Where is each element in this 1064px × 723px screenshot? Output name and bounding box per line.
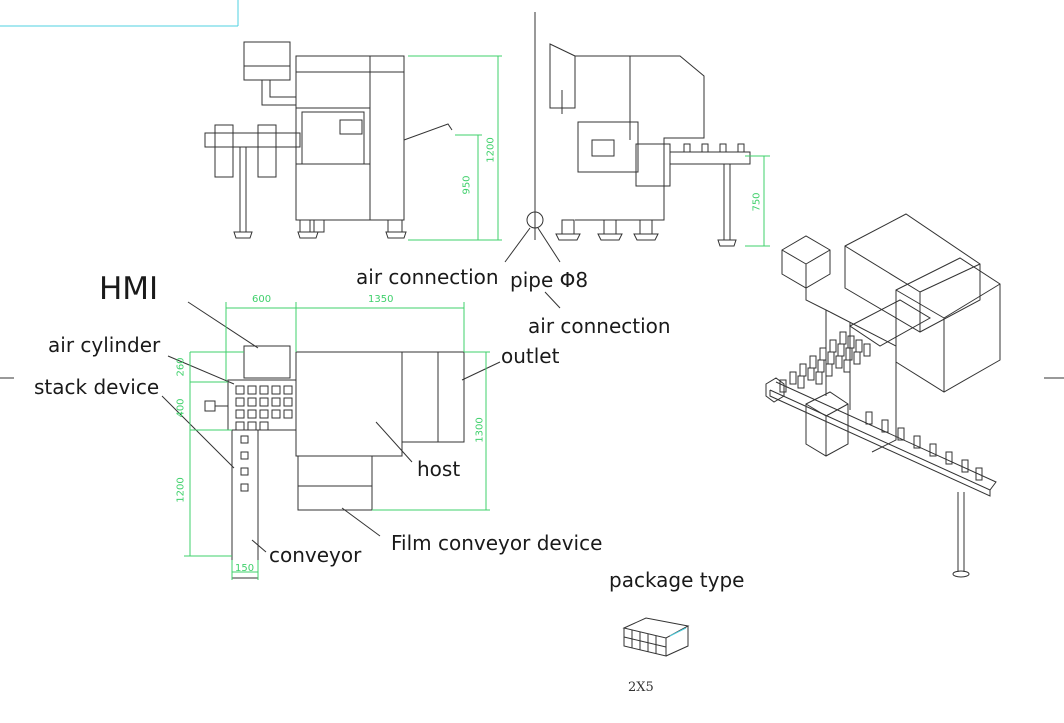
label-package-code: 2X5 bbox=[628, 680, 654, 695]
dim-600: 600 bbox=[252, 294, 272, 305]
dim-260: 260 bbox=[175, 357, 187, 377]
dim-1350: 1350 bbox=[368, 294, 394, 305]
dim-1200-front: 1200 bbox=[485, 137, 497, 163]
dim-400: 400 bbox=[175, 398, 187, 418]
dim-1200-left: 1200 bbox=[175, 477, 187, 503]
label-air-connection-1: air connection bbox=[356, 265, 499, 289]
view-divider bbox=[504, 12, 561, 309]
dim-950: 950 bbox=[461, 175, 473, 195]
side-dimension-lines bbox=[745, 155, 770, 247]
top-dimension-lines bbox=[184, 302, 490, 580]
label-outlet: outlet bbox=[501, 344, 560, 368]
dim-150: 150 bbox=[235, 563, 255, 574]
front-view bbox=[204, 41, 453, 239]
title-block-corner bbox=[0, 0, 239, 27]
stack-grid bbox=[235, 385, 293, 431]
label-package-type: package type bbox=[609, 568, 745, 592]
leader-lines bbox=[161, 301, 501, 553]
label-conveyor: conveyor bbox=[269, 543, 362, 567]
label-pipe: pipe Φ8 bbox=[510, 268, 589, 292]
iso-stack bbox=[779, 331, 871, 393]
front-dimension-lines bbox=[408, 55, 502, 241]
label-stack-device: stack device bbox=[34, 375, 160, 399]
isometric-view bbox=[765, 213, 1001, 578]
label-hmi: HMI bbox=[99, 271, 159, 307]
dim-750: 750 bbox=[751, 192, 763, 212]
label-host: host bbox=[417, 457, 461, 481]
top-view bbox=[204, 345, 465, 579]
label-air-cylinder: air cylinder bbox=[48, 333, 161, 357]
label-film-conveyor: Film conveyor device bbox=[391, 531, 603, 555]
label-air-connection-2: air connection bbox=[528, 314, 671, 338]
dim-1300: 1300 bbox=[474, 417, 486, 443]
side-view bbox=[549, 43, 751, 247]
package-icon bbox=[622, 617, 690, 657]
